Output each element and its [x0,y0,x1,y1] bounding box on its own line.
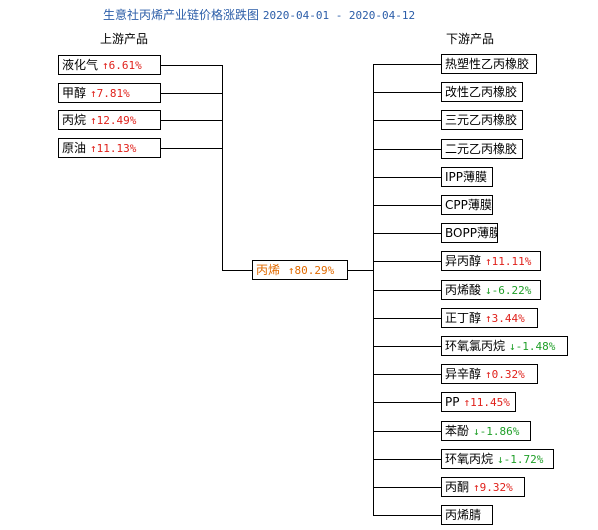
downstream-product-name: 丙酮 [445,480,470,494]
downstream-product-name: 二元乙丙橡胶 [445,142,518,156]
downstream-product-change: ↓-1.48% [509,340,556,353]
downstream-connector [373,402,441,403]
downstream-product-box[interactable]: 正丁醇↑3.44% [441,308,538,328]
upstream-product-box[interactable]: 甲醇↑7.81% [58,83,161,103]
downstream-product-name: 环氧氯丙烷 [445,339,506,353]
downstream-connector [373,261,441,262]
upstream-connector [161,148,222,149]
downstream-product-name: 丙烯腈 [445,508,482,522]
downstream-product-name: PP [445,395,460,409]
downstream-product-name: 三元乙丙橡胶 [445,113,518,127]
downstream-product-box[interactable]: 异辛醇↑0.32% [441,364,538,384]
downstream-connector [373,487,441,488]
downstream-connector [373,346,441,347]
downstream-product-box[interactable]: IPP薄膜 [441,167,493,187]
center-product-change: ↑80.29% [287,264,335,277]
downstream-product-name: 热塑性乙丙橡胶 [445,57,530,71]
downstream-product-box[interactable]: CPP薄膜 [441,195,493,215]
downstream-product-change: ↓-1.86% [473,425,520,438]
downstream-product-name: 环氧丙烷 [445,452,494,466]
upstream-product-box[interactable]: 原油↑11.13% [58,138,161,158]
downstream-product-box[interactable]: 丙烯酸↓-6.22% [441,280,541,300]
upstream-product-box[interactable]: 丙烷↑12.49% [58,110,161,130]
downstream-product-change: ↑9.32% [473,481,513,494]
downstream-connector [373,459,441,460]
downstream-product-box[interactable]: 环氧氯丙烷↓-1.48% [441,336,568,356]
downstream-connector [373,205,441,206]
upstream-product-change: ↑7.81% [90,87,130,100]
downstream-product-box[interactable]: 二元乙丙橡胶 [441,139,523,159]
upstream-connector [161,65,222,66]
upstream-product-change: ↑6.61% [102,59,142,72]
upstream-product-box[interactable]: 液化气↑6.61% [58,55,161,75]
upstream-product-name: 原油 [62,141,87,155]
chart-title: 生意社丙烯产业链价格涨跌图 2020-04-01 - 2020-04-12 [103,6,415,23]
downstream-product-name: 异辛醇 [445,367,482,381]
center-input-connector [222,270,252,271]
downstream-connector [373,64,441,65]
downstream-connector [373,233,441,234]
downstream-connector [373,515,441,516]
downstream-product-name: BOPP薄膜 [445,226,498,240]
downstream-product-name: IPP薄膜 [445,170,488,184]
downstream-product-box[interactable]: 环氧丙烷↓-1.72% [441,449,554,469]
downstream-product-name: 苯酚 [445,424,470,438]
downstream-product-name: 正丁醇 [445,311,482,325]
downstream-connector [373,290,441,291]
center-product-box[interactable]: 丙烯 ↑80.29% [252,260,348,280]
downstream-product-change: ↓-6.22% [485,284,532,297]
downstream-header: 下游产品 [446,32,495,46]
downstream-connector [373,92,441,93]
downstream-product-change: ↑3.44% [485,312,525,325]
downstream-product-box[interactable]: 丙烯腈 [441,505,493,525]
downstream-product-box[interactable]: 热塑性乙丙橡胶 [441,54,537,74]
upstream-header: 上游产品 [100,32,149,46]
downstream-product-change: ↑11.45% [463,396,510,409]
downstream-product-box[interactable]: 异丙醇↑11.11% [441,251,541,271]
downstream-connector [373,318,441,319]
downstream-product-box[interactable]: BOPP薄膜 [441,223,498,243]
upstream-product-change: ↑12.49% [90,114,137,127]
downstream-connector [373,374,441,375]
downstream-product-change: ↓-1.72% [497,453,544,466]
downstream-connector [373,120,441,121]
downstream-product-name: 丙烯酸 [445,283,482,297]
downstream-product-name: 改性乙丙橡胶 [445,85,518,99]
downstream-product-name: CPP薄膜 [445,198,492,212]
downstream-product-box[interactable]: PP↑11.45% [441,392,516,412]
upstream-connector [161,120,222,121]
downstream-product-change: ↑11.11% [485,255,532,268]
downstream-product-box[interactable]: 三元乙丙橡胶 [441,110,523,130]
center-product-name: 丙烯 [256,263,281,277]
downstream-product-change: ↑0.32% [485,368,525,381]
upstream-product-change: ↑11.13% [90,142,137,155]
upstream-product-name: 液化气 [62,58,99,72]
downstream-bus [373,64,374,516]
upstream-product-name: 甲醇 [62,86,87,100]
downstream-connector [373,431,441,432]
downstream-connector [373,177,441,178]
downstream-product-box[interactable]: 苯酚↓-1.86% [441,421,531,441]
upstream-product-name: 丙烷 [62,113,87,127]
title-dates: 2020-04-01 - 2020-04-12 [262,9,416,22]
downstream-product-box[interactable]: 改性乙丙橡胶 [441,82,523,102]
downstream-connector [373,149,441,150]
upstream-bus [222,65,223,271]
title-text: 生意社丙烯产业链价格涨跌图 [103,8,260,22]
center-output-connector [348,270,373,271]
downstream-product-name: 异丙醇 [445,254,482,268]
upstream-connector [161,93,222,94]
downstream-product-box[interactable]: 丙酮↑9.32% [441,477,525,497]
